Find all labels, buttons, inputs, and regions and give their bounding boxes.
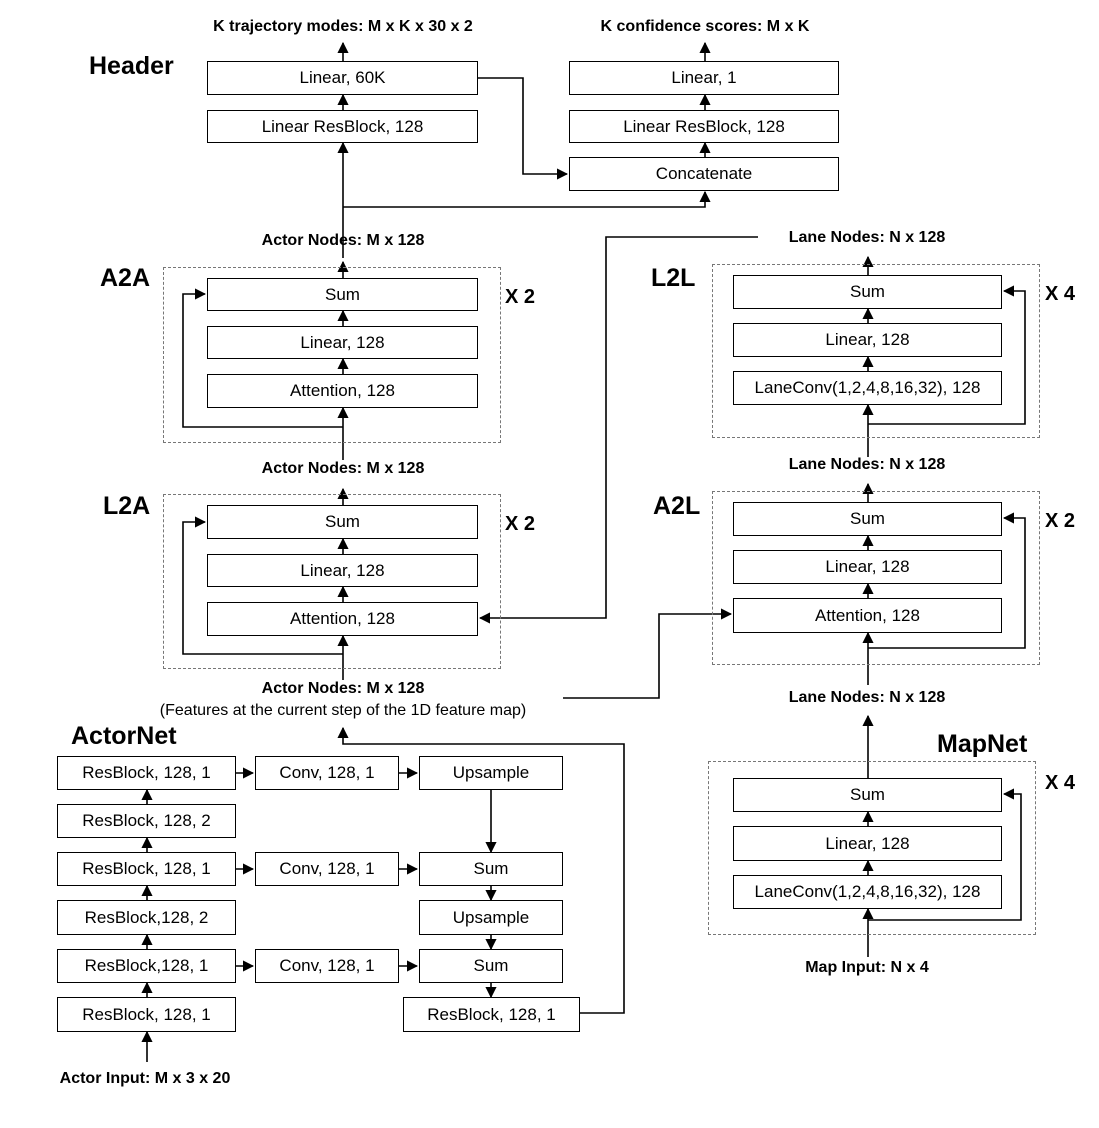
a2l-attention-box: Attention, 128 xyxy=(733,598,1002,633)
actornet-resblock-out-box: ResBlock, 128, 1 xyxy=(403,997,580,1032)
lane-nodes-label-mid: Lane Nodes: N x 128 xyxy=(788,456,946,473)
header-traj-linear-box: Linear, 60K xyxy=(207,61,478,95)
actornet-upsample-2-box: Upsample xyxy=(419,900,563,935)
l2a-block-frame xyxy=(163,494,501,669)
a2a-attention-box: Attention, 128 xyxy=(207,374,478,408)
a2l-linear-box: Linear, 128 xyxy=(733,550,1002,584)
section-title-l2l: L2L xyxy=(651,264,696,292)
repeat-l2a: X 2 xyxy=(505,513,536,535)
actor-input-label: Actor Input: M x 3 x 20 xyxy=(59,1070,231,1087)
a2a-sum-box: Sum xyxy=(207,278,478,311)
arrow-actornet-out xyxy=(337,726,625,1014)
arrow-lane-to-l2a xyxy=(478,236,758,624)
actornet-resblock-4-box: ResBlock,128, 2 xyxy=(57,900,236,935)
section-title-mapnet: MapNet xyxy=(937,730,1028,758)
a2l-block-frame xyxy=(712,491,1040,665)
l2l-skip xyxy=(868,285,1026,425)
actornet-resblock-5-box: ResBlock,128, 1 xyxy=(57,949,236,983)
header-traj-resblock-box: Linear ResBlock, 128 xyxy=(207,110,478,143)
lane-nodes-label-bottom: Lane Nodes: N x 128 xyxy=(788,689,946,706)
section-title-a2a: A2A xyxy=(100,264,151,292)
header-conf-resblock-box: Linear ResBlock, 128 xyxy=(569,110,839,143)
a2a-linear-box: Linear, 128 xyxy=(207,326,478,359)
actornet-upsample-1-box: Upsample xyxy=(419,756,563,790)
mapnet-block-frame xyxy=(708,761,1036,935)
l2a-attention-box: Attention, 128 xyxy=(207,602,478,636)
l2a-linear-box: Linear, 128 xyxy=(207,554,478,587)
section-title-header: Header xyxy=(89,52,174,80)
actornet-resblock-6-box: ResBlock, 128, 1 xyxy=(57,997,236,1032)
lane-nodes-label-top: Lane Nodes: N x 128 xyxy=(788,229,946,246)
l2l-block-frame xyxy=(712,264,1040,438)
a2a-skip xyxy=(182,288,343,428)
actornet-resblock-3-box: ResBlock, 128, 1 xyxy=(57,852,236,886)
actornet-conv-1-box: Conv, 128, 1 xyxy=(255,756,399,790)
l2l-sum-box: Sum xyxy=(733,275,1002,309)
map-input-label: Map Input: N x 4 xyxy=(805,959,929,976)
section-title-actornet: ActorNet xyxy=(71,722,177,750)
repeat-a2l: X 2 xyxy=(1045,510,1076,532)
mapnet-linear-box: Linear, 128 xyxy=(733,826,1002,861)
actor-nodes-label-mid: Actor Nodes: M x 128 xyxy=(261,460,425,477)
arrow-actor-to-a2l xyxy=(563,608,733,699)
repeat-l2l: X 4 xyxy=(1045,283,1076,305)
a2l-skip xyxy=(868,512,1026,649)
trajectory-output-label: K trajectory modes: M x K x 30 x 2 xyxy=(213,18,473,35)
actornet-sum-1-box: Sum xyxy=(419,852,563,886)
actornet-resblock-2-box: ResBlock, 128, 2 xyxy=(57,804,236,838)
mapnet-sum-box: Sum xyxy=(733,778,1002,812)
confidence-output-label: K confidence scores: M x K xyxy=(600,18,810,35)
arrow-linear-to-concat xyxy=(478,77,569,180)
l2a-sum-box: Sum xyxy=(207,505,478,539)
actor-features-note: (Features at the current step of the 1D … xyxy=(159,702,527,719)
actor-nodes-label-bottom: Actor Nodes: M x 128 xyxy=(261,680,425,697)
actornet-sum-2-box: Sum xyxy=(419,949,563,983)
actornet-conv-2-box: Conv, 128, 1 xyxy=(255,852,399,886)
mapnet-laneconv-box: LaneConv(1,2,4,8,16,32), 128 xyxy=(733,875,1002,909)
repeat-mapnet: X 4 xyxy=(1045,772,1076,794)
section-title-a2l: A2L xyxy=(653,492,701,520)
arrow-actor-to-concat xyxy=(343,190,711,208)
l2l-linear-box: Linear, 128 xyxy=(733,323,1002,357)
a2l-sum-box: Sum xyxy=(733,502,1002,536)
actor-nodes-label-top: Actor Nodes: M x 128 xyxy=(261,232,425,249)
a2a-block-frame xyxy=(163,267,501,443)
actornet-conv-3-box: Conv, 128, 1 xyxy=(255,949,399,983)
mapnet-skip xyxy=(868,788,1022,921)
l2a-skip xyxy=(182,516,343,655)
section-title-l2a: L2A xyxy=(103,492,151,520)
repeat-a2a: X 2 xyxy=(505,286,536,308)
header-concat-box: Concatenate xyxy=(569,157,839,191)
actornet-resblock-1-box: ResBlock, 128, 1 xyxy=(57,756,236,790)
header-conf-linear-box: Linear, 1 xyxy=(569,61,839,95)
l2l-laneconv-box: LaneConv(1,2,4,8,16,32), 128 xyxy=(733,371,1002,405)
